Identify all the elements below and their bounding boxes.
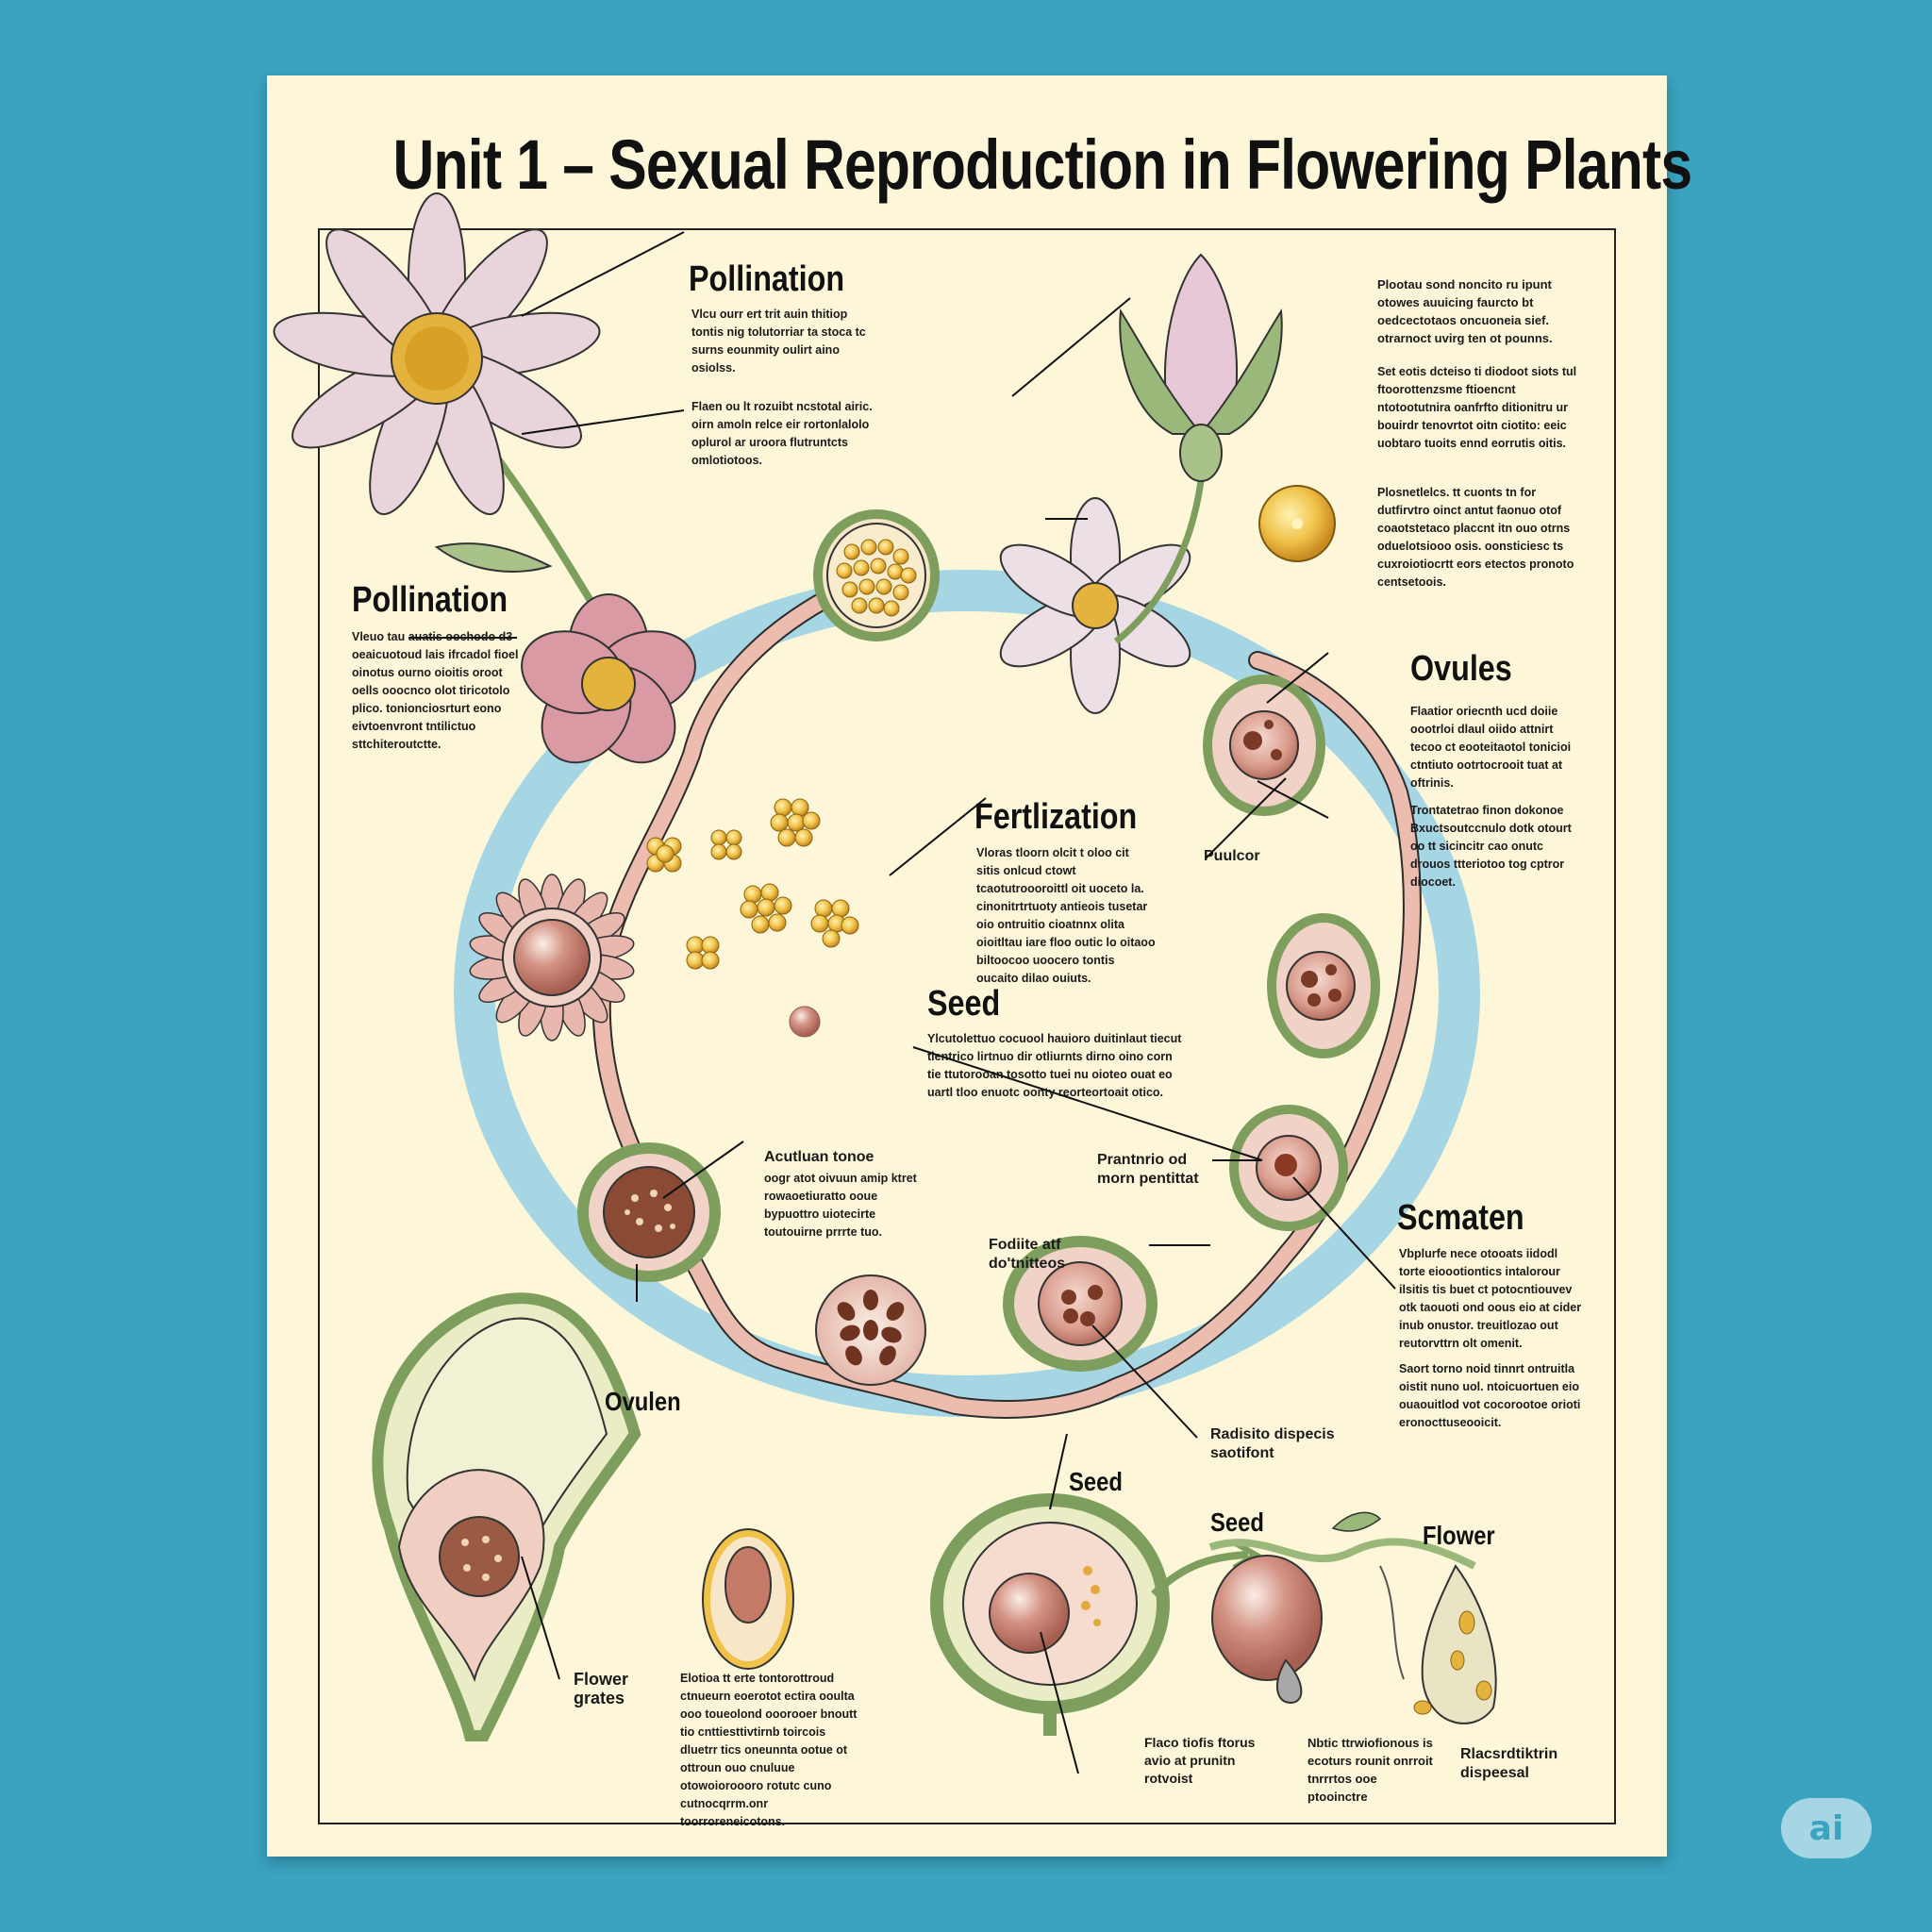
seed-cross-section-icon: [702, 1528, 794, 1670]
pollen-clusters: [646, 798, 859, 1038]
diagram-frame: [318, 228, 1616, 1824]
pollen-grain-icon: [1258, 485, 1336, 562]
seed-seedling-icon: [1208, 1511, 1497, 1724]
label-pollination-left: Pollination: [352, 580, 508, 620]
seed-pod-icon: [815, 1274, 926, 1386]
ovule-upper-right: [1203, 675, 1325, 816]
life-cycle-illustration: [273, 192, 1497, 1774]
text-ovules-2: Trontatetrao finon dokonoe Bxuctsoutccnu…: [1410, 804, 1572, 889]
text-scmaten-2: Saort torno noid tinnrt ontruitla oistit…: [1399, 1362, 1581, 1429]
label-fertilization: Fertlization: [974, 797, 1138, 837]
label-pranturo: Prantnrio od morn pentittat: [1097, 1152, 1199, 1187]
fruit-cross-section-icon: [372, 1292, 641, 1741]
label-radisto: Radisito dispecis saotifont: [1210, 1426, 1335, 1461]
text-right-top-3: Plosnetlelcs. tt cuonts tn for dutfirvtr…: [1377, 486, 1574, 589]
label-scmaten: Scmaten: [1397, 1198, 1524, 1238]
flower-white-icon: [999, 497, 1191, 714]
label-seed-center: Seed: [927, 984, 1001, 1024]
text-ovules-1: Flaatior oriecnth ucd doiie oootrloi dla…: [1410, 705, 1572, 790]
poster-title: Unit 1 – Sexual Reproduction in Flowerin…: [392, 125, 1693, 204]
poster: Unit 1 – Sexual Reproduction in Flowerin…: [267, 75, 1693, 1857]
text-bottom-left: Elotioa tt erte tontorottroud ctnueurn e…: [680, 1672, 858, 1828]
flower-head-icon: [469, 874, 635, 1041]
label-fodite: Fodiite atf do'tnitteos: [989, 1237, 1066, 1272]
pollen-sac-icon: [813, 509, 940, 641]
leader-lines: [408, 231, 1396, 1774]
caption-flaco: Flaco tiofis ftorus avio at prunitn rotv…: [1144, 1735, 1256, 1786]
flower-bud-icon: [1113, 253, 1283, 644]
caption-nicik: Nbtic ttrwiofionous is ecoturs rounit on…: [1307, 1736, 1433, 1804]
flower-pink-icon: [521, 593, 696, 764]
cycle-ring: [454, 570, 1480, 1417]
ai-badge: ai: [1781, 1798, 1872, 1858]
text-pollination-top-2: Flaen ou lt rozuibt ncstotal airic. oirn…: [691, 400, 873, 467]
label-seed-bottom-1: Seed: [1069, 1467, 1123, 1496]
label-flower-grates: Flower grates: [574, 1670, 629, 1707]
text-fertilization: Vloras tloorn olcit t oloo cit sitis onl…: [976, 846, 1156, 985]
label-ovules: Ovules: [1410, 649, 1512, 689]
label-pollination-top: Pollination: [689, 259, 845, 299]
text-right-top-2: Set eotis dcteiso ti diodoot siots tul f…: [1377, 365, 1577, 450]
text-right-top-1: Plootau sond noncito ru ipunt otowes auu…: [1377, 277, 1553, 345]
flower-large-icon: [273, 192, 601, 607]
text-scmaten-1: Vbplurfe nece otooats iidodl torte eiooo…: [1399, 1247, 1582, 1350]
text-pollination-left: Vleuo tau auatis oochodo d3 oeaicuotoud …: [352, 630, 519, 751]
ovule-germination-icon: [930, 1493, 1261, 1736]
text-acutiuac: oogr atot oivuun amip ktret rowaoetiurat…: [764, 1172, 917, 1239]
text-seed-center: Ylcutolettuo cocuool hauioro duitinlaut …: [927, 1032, 1182, 1099]
ovary-cross-section-icon: [577, 1142, 721, 1282]
label-flower-bottom: Flower: [1423, 1521, 1495, 1550]
label-acutiuac: Acutluan tonoe: [764, 1149, 874, 1165]
ovule-right-middle: [1267, 913, 1380, 1058]
text-pollination-top-1: Vlcu ourr ert trit auin thitiop tontis n…: [691, 308, 866, 375]
label-seed-bottom-2: Seed: [1210, 1507, 1264, 1537]
ovule-right-lower: [1229, 1105, 1348, 1231]
cycle-stem: [591, 580, 1422, 1419]
label-pouloor: Puulcor: [1204, 848, 1260, 864]
caption-rlacsrd: Rlacsrdtiktrin dispeesal: [1460, 1746, 1558, 1781]
label-ovulen: Ovulen: [605, 1387, 681, 1416]
ovule-bottom-right: [1003, 1236, 1158, 1372]
